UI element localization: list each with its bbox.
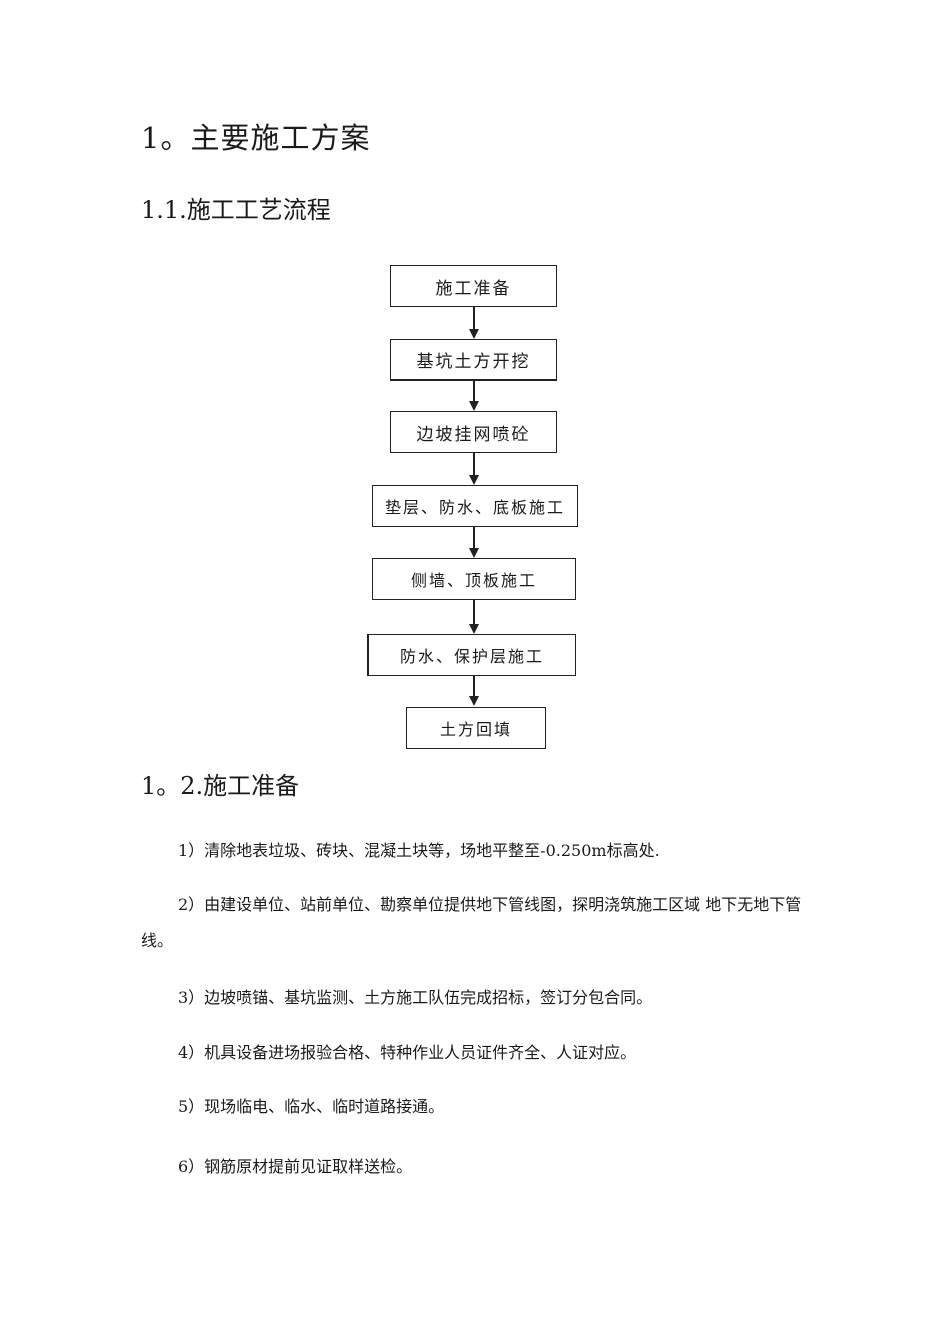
prep-item-4: 4）机具设备进场报验合格、特种作业人员证件齐全、人证对应。 — [178, 1043, 637, 1062]
section-title-preparation: 1。2.施工准备 — [141, 772, 300, 800]
section-title-process-flow: 1.1.施工工艺流程 — [141, 196, 331, 224]
prep-item-5: 5）现场临电、临水、临时道路接通。 — [178, 1097, 445, 1116]
flow-step-slope-shotcrete: 边坡挂网喷砼 — [390, 411, 557, 453]
flow-step-waterproof-protection: 防水、保护层施工 — [367, 634, 576, 676]
prep-item-3: 3）边坡喷锚、基坑监测、土方施工队伍完成招标，签订分包合同。 — [178, 988, 653, 1007]
flow-step-preparation: 施工准备 — [390, 265, 557, 307]
prep-item-2: 2）由建设单位、站前单位、勘察单位提供地下管线图，探明浇筑施工区域 地下无地下管… — [141, 895, 802, 950]
flow-step-backfill: 土方回填 — [406, 707, 546, 749]
prep-item-1: 1）清除地表垃圾、砖块、混凝土块等，场地平整至-0.250m标高处. — [178, 841, 660, 860]
prep-item-6: 6）钢筋原材提前见证取样送检。 — [178, 1157, 413, 1176]
flow-step-cushion-waterproof-floor: 垫层、防水、底板施工 — [372, 485, 578, 527]
flow-step-sidewall-roof: 侧墙、顶板施工 — [372, 558, 576, 600]
main-heading: 1。主要施工方案 — [141, 121, 371, 155]
flow-step-excavation: 基坑土方开挖 — [390, 339, 557, 381]
